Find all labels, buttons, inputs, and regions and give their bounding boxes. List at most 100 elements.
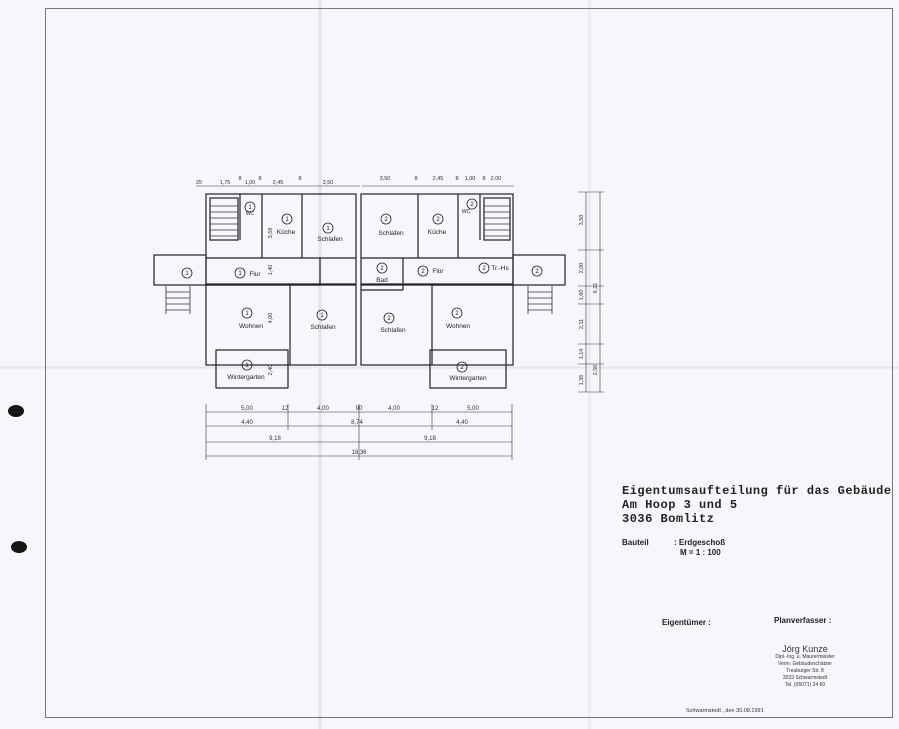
dimension-label: 4,00 (268, 313, 274, 324)
title-line-1: Eigentumsaufteilung für das Gebäude (622, 484, 892, 498)
room-label: WC (246, 211, 255, 217)
title-line-3: 3036 Bomlitz (622, 512, 715, 526)
dimension-label: 9,18 (424, 436, 436, 442)
room-label: Wohnen (446, 323, 470, 330)
room-label: Küche (277, 229, 296, 236)
planner-label: Planverfasser : (774, 616, 832, 625)
unit-number: 2 (436, 217, 440, 223)
dimension-label: 9,18 (269, 436, 281, 442)
dimension-label: 5,00 (241, 406, 253, 412)
bauteil-value: : Erdgeschoß (674, 538, 726, 547)
dimension-label: 3,50 (579, 215, 585, 226)
dimension-label: 90 (356, 406, 363, 412)
wall-outline (205, 193, 357, 285)
dimension-label: 4,40 (241, 420, 253, 426)
title-block: Eigentumsaufteilung für das Gebäude Am H… (622, 484, 892, 526)
dimension-label: 4,40 (456, 420, 468, 426)
wall-outline (360, 193, 514, 285)
room-label: Schlafen (310, 324, 336, 331)
dimension-label: 1,00 (465, 176, 476, 182)
dimension-label: 2,45 (433, 176, 444, 182)
room-label: Wintergarten (449, 375, 487, 382)
planner-stamp: Jörg Kunze Dipl.-Ing. u. Maurermeister V… (760, 644, 850, 689)
dimension-label: 4,00 (317, 406, 329, 412)
dimension-label: 2,11 (579, 319, 585, 329)
title-line-2: Am Hoop 3 und 5 (622, 498, 738, 512)
room-label: Flur (432, 268, 444, 275)
dimension-label: 1,14 (579, 349, 585, 360)
unit-number: 1 (245, 311, 249, 317)
dimension-label: 8 (258, 176, 261, 182)
dimension-label: 1,75 (220, 180, 231, 186)
dimension-label: 8 (298, 176, 301, 182)
room-label: Tr.-Hs (491, 265, 509, 272)
dimension-label: 2,00 (579, 263, 585, 274)
dimension-label: 4,00 (388, 406, 400, 412)
stamp-line: Dipl.-Ing. u. Maurermeister (775, 654, 835, 660)
punch-hole (8, 405, 24, 417)
stamp-line: 3033 Schwarmstedt (782, 675, 828, 681)
stamp-name: Jörg Kunze (782, 644, 828, 654)
unit-number: 1 (185, 271, 189, 277)
stamp-line: Verm. Gebäudeschätzer (778, 661, 832, 667)
room-label: Wohnen (239, 323, 263, 330)
dimension-label: 18,36 (351, 450, 367, 456)
dimension-label: 5,00 (467, 406, 479, 412)
bauteil-row: Bauteil : Erdgeschoß (622, 538, 725, 547)
scale-label: M = 1 : 100 (680, 548, 721, 557)
room-label: Schlafen (317, 236, 343, 243)
date-line: Schwarmstedt , den 30.08.1991 (686, 708, 764, 714)
dimension-label: 2,50 (593, 365, 599, 376)
wintergarten-outline (215, 349, 289, 389)
room-label: Schlafen (378, 230, 404, 237)
room-label: Küche (428, 229, 447, 236)
stamp-line: Treuburger Str. 8 (786, 668, 824, 674)
unit-number: 2 (384, 217, 388, 223)
room-label: WC (462, 209, 471, 215)
unit-number: 1 (245, 363, 249, 369)
drawing-frame (45, 8, 893, 718)
unit-number: 1 (238, 271, 242, 277)
room-label: Schlafen (380, 327, 406, 334)
entrance-outline (153, 254, 207, 286)
room-label: Bad (376, 277, 388, 284)
room-label: Flur (249, 271, 261, 278)
unit-number: 1 (285, 217, 289, 223)
dimension-label: 3,59 (268, 228, 274, 239)
unit-number: 2 (482, 266, 486, 272)
stamp-line: Tel. (05071) 24 60 (784, 682, 826, 688)
unit-number: 1 (326, 226, 330, 232)
unit-number: 2 (380, 266, 384, 272)
dimension-label: 8 (238, 176, 241, 182)
dimension-label: 8 (455, 176, 458, 182)
dimension-label: 9,21 (593, 283, 599, 294)
owner-label: Eigentümer : (662, 618, 711, 627)
paper-fold-line (0, 366, 899, 369)
dimension-label: 1,00 (245, 180, 256, 186)
unit-number: 2 (455, 311, 459, 317)
entrance-outline (512, 254, 566, 286)
unit-number: 2 (387, 316, 391, 322)
dimension-label: 2,45 (273, 180, 284, 186)
unit-number: 2 (460, 365, 464, 371)
dimension-label: 8,74 (351, 420, 363, 426)
punch-hole (11, 541, 27, 553)
dimension-label: 2,00 (491, 176, 502, 182)
dimension-label: 25 (196, 180, 202, 186)
room-label: Wintergarten (227, 374, 265, 381)
unit-number: 2 (535, 269, 539, 275)
unit-number: 1 (248, 205, 252, 211)
dimension-label: 3,50 (323, 180, 334, 186)
paper-fold-line (588, 0, 591, 729)
wall-outline (360, 284, 514, 366)
dimension-label: 8 (414, 176, 417, 182)
dimension-label: 1,36 (579, 375, 585, 386)
dimension-label: 1,60 (579, 290, 585, 301)
dimension-label: 12 (282, 406, 289, 412)
unit-number: 2 (421, 269, 425, 275)
dimension-label: 3,50 (380, 176, 391, 182)
unit-number: 2 (470, 202, 474, 208)
wintergarten-outline (429, 349, 507, 389)
unit-number: 1 (320, 313, 324, 319)
